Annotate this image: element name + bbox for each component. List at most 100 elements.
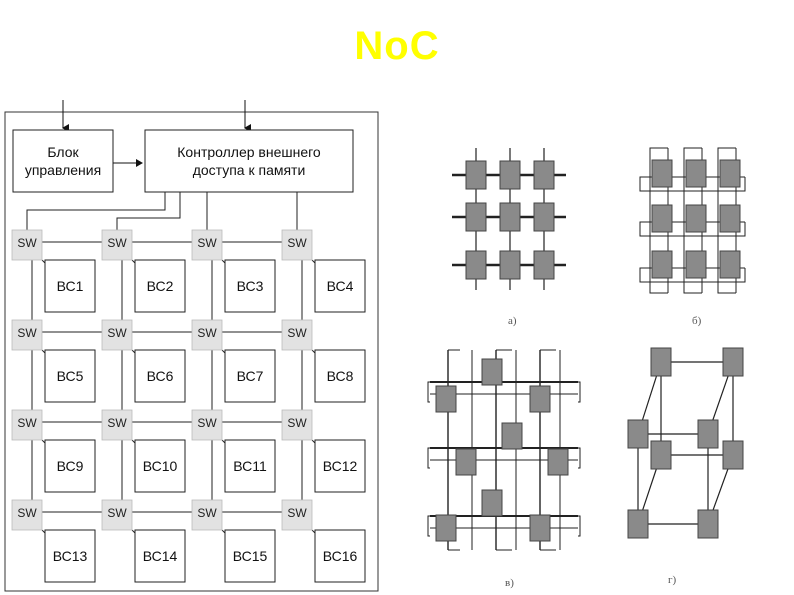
processor-node	[481, 358, 503, 386]
slide-title: NoC	[354, 24, 440, 68]
switch-label: SW	[287, 416, 307, 430]
compute-node-label: ВС9	[57, 458, 84, 474]
processor-node	[651, 250, 673, 279]
wrap-link	[717, 147, 736, 294]
compute-node-label: ВС3	[237, 278, 264, 294]
processor-node	[719, 159, 741, 188]
switch-label: SW	[17, 236, 37, 250]
switch-node-link	[311, 529, 316, 534]
switch-node-link	[221, 529, 226, 534]
compute-node-label: ВС14	[143, 548, 178, 564]
processor-node	[650, 347, 672, 377]
processor-node	[722, 347, 744, 377]
processor-node	[435, 514, 457, 542]
compute-node	[224, 529, 276, 583]
switch-node-link	[221, 439, 226, 444]
switch	[101, 409, 133, 441]
switch	[11, 499, 43, 531]
processor-node	[722, 440, 744, 470]
switch-node-link	[41, 439, 46, 444]
wrap-link	[639, 176, 746, 192]
compute-node	[224, 439, 276, 493]
processor-node	[481, 489, 503, 517]
compute-node	[134, 529, 186, 583]
switch	[101, 319, 133, 351]
caption-b: б)	[692, 315, 702, 327]
compute-node	[44, 349, 96, 403]
processor-node	[719, 204, 741, 233]
processor-node	[499, 250, 521, 280]
compute-node-label: ВС8	[327, 368, 354, 384]
processor-node	[685, 159, 707, 188]
compute-node-label: ВС16	[323, 548, 358, 564]
memory-controller-label-2: доступа к памяти	[193, 162, 306, 178]
architecture-diagram: Блок управления Контроллер внешнего дост…	[4, 100, 379, 592]
switch	[281, 499, 313, 531]
switch-label: SW	[17, 506, 37, 520]
processor-node	[651, 204, 673, 233]
compute-node-label: ВС5	[57, 368, 84, 384]
processor-node	[499, 202, 521, 232]
control-to-memory-arrowhead	[136, 159, 143, 167]
wrap-link	[649, 147, 668, 294]
compute-node-label: ВС7	[237, 368, 264, 384]
wrap-link	[639, 267, 746, 283]
compute-node-label: ВС4	[327, 278, 354, 294]
topology-3d-torus	[427, 349, 581, 551]
processor-node	[455, 448, 477, 476]
switch	[101, 229, 133, 261]
switch-node-link	[41, 259, 46, 264]
processor-node	[697, 419, 719, 449]
switch-label: SW	[287, 326, 307, 340]
processor-node	[529, 385, 551, 413]
caption-c: в)	[505, 577, 514, 589]
control-block	[12, 129, 114, 193]
topology-torus	[639, 147, 746, 294]
wrap-link	[427, 447, 430, 469]
compute-node-label: ВС13	[53, 548, 88, 564]
processor-node	[501, 422, 523, 450]
switch	[11, 409, 43, 441]
switch-node-link	[41, 349, 46, 354]
compute-node	[314, 439, 366, 493]
switch	[191, 499, 223, 531]
switch-label: SW	[197, 236, 217, 250]
wrap-link	[578, 515, 581, 537]
switch	[191, 229, 223, 261]
memory-controller-label-1: Контроллер внешнего	[177, 144, 321, 160]
processor-node	[627, 509, 649, 539]
processor-node	[627, 419, 649, 449]
switch-label: SW	[287, 236, 307, 250]
processor-node	[465, 250, 487, 280]
switch	[11, 319, 43, 351]
topology-mesh	[452, 148, 566, 290]
processor-node	[697, 509, 719, 539]
compute-node	[314, 259, 366, 313]
switch	[101, 499, 133, 531]
wrap-link	[578, 447, 581, 469]
mem-link-sw1	[26, 192, 166, 230]
topology-cube	[627, 347, 744, 539]
wrap-link	[578, 381, 581, 403]
switch	[191, 409, 223, 441]
processor-node	[685, 204, 707, 233]
wrap-link	[427, 381, 430, 403]
processor-node	[529, 514, 551, 542]
processor-node	[465, 160, 487, 190]
compute-node	[224, 259, 276, 313]
wrap-link	[427, 515, 430, 537]
compute-node-label: ВС6	[147, 368, 174, 384]
wrap-link	[683, 147, 702, 294]
processor-node	[499, 160, 521, 190]
compute-node-label: ВС15	[233, 548, 268, 564]
compute-node	[314, 529, 366, 583]
switch-label: SW	[17, 416, 37, 430]
switch-node-link	[131, 259, 136, 264]
switch-label: SW	[107, 506, 127, 520]
control-block-label-2: управления	[25, 162, 101, 178]
switch-label: SW	[17, 326, 37, 340]
switch-label: SW	[287, 506, 307, 520]
switch-label: SW	[197, 506, 217, 520]
processor-node	[465, 202, 487, 232]
